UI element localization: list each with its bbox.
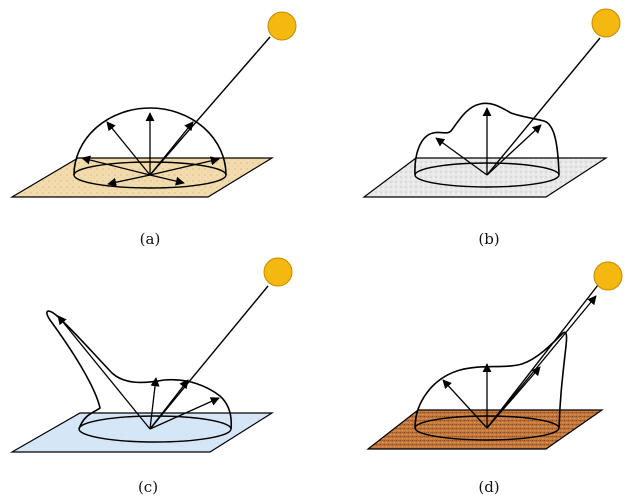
- sun-icon-c: [263, 257, 293, 287]
- reflected-rays-b: [435, 107, 542, 176]
- panel-label-c: (c): [138, 478, 158, 496]
- reflectance-lobe-b: [414, 102, 560, 176]
- incident-ray-c: [149, 285, 269, 430]
- reflected-rays-a: [81, 112, 220, 187]
- panel-label-a: (a): [140, 230, 161, 248]
- surface-plane-b: [362, 157, 609, 198]
- sun-icon-a: [267, 11, 297, 41]
- reflectance-lobe-a: [73, 107, 227, 176]
- sun-icon-b: [591, 8, 621, 38]
- panel-b: (b): [362, 8, 621, 248]
- reflected-rays-d: [442, 295, 597, 429]
- reflected-rays-c: [57, 315, 220, 430]
- reflectance-lobe-c: [46, 310, 233, 430]
- incident-ray-b: [486, 37, 601, 176]
- panel-a: (a): [9, 11, 297, 248]
- sun-icon-d: [593, 261, 623, 291]
- surface-plane-d: [366, 409, 604, 450]
- panel-label-d: (d): [478, 478, 499, 496]
- panel-label-b: (b): [478, 230, 499, 248]
- reflectance-lobe-d: [414, 331, 568, 429]
- incident-ray-d: [486, 284, 599, 429]
- panel-d: (d): [366, 261, 623, 496]
- surface-plane-a: [9, 157, 275, 198]
- incident-ray-a: [149, 36, 271, 176]
- surface-plane-c: [9, 412, 275, 453]
- panel-c: (c): [9, 257, 293, 496]
